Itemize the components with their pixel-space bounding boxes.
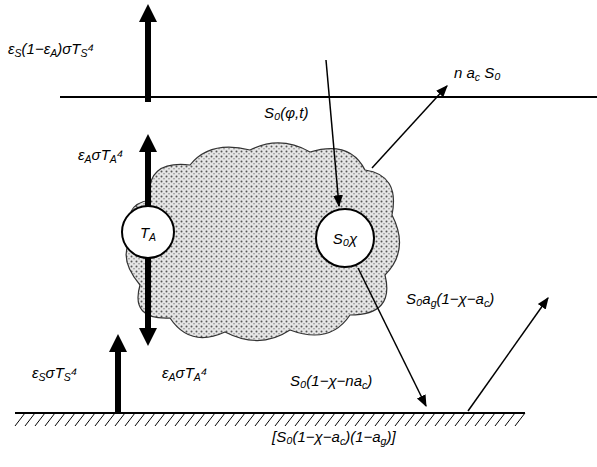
flux-label: εSσTS⁴ — [30, 364, 79, 382]
flux-label: S₀ag(1−χ−ac) — [404, 290, 496, 308]
flux-label: εAσTA⁴ — [160, 364, 209, 382]
flux-label: S₀(1−χ−nac) — [288, 372, 374, 390]
flux-label: S₀(φ,t) — [262, 104, 310, 122]
flux-label: εS(1−εA)σTS⁴ — [6, 40, 96, 58]
circle-label: TA — [140, 224, 156, 241]
region-circle: TA — [121, 205, 175, 259]
ground-surface — [15, 413, 525, 426]
flux-label: εAσTA⁴ — [76, 146, 125, 164]
flux-label: n ac S₀ — [452, 64, 503, 82]
region-circle: S₀χ — [315, 208, 375, 268]
circle-label: S₀χ — [333, 230, 358, 247]
surface-flux-label: [S₀(1−χ−ac)(1−ag)] — [270, 428, 398, 446]
